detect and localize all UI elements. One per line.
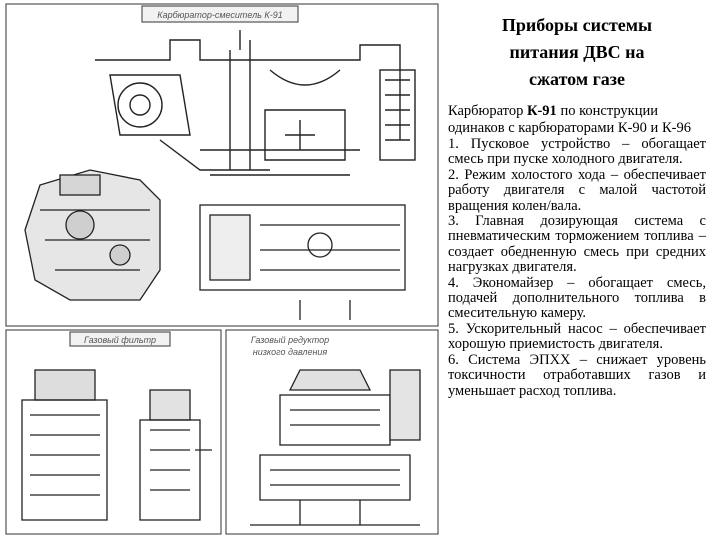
list-item-5: 5. Ускорительный насос – обеспечивает хо… [448, 320, 706, 353]
carburetor-external-view [24, 169, 161, 301]
intro-rest: по конструкции одинаков с карбюраторами … [448, 103, 691, 136]
carburetor-panel [5, 3, 439, 327]
list-item-1: 1. Пусковое устройство – обогащает смесь… [448, 136, 706, 168]
list-item-3: 3. Главная дозирующая система с пневмати… [448, 213, 706, 276]
list-item-4: 4. Экономайзер – обогащает смесь, подаче… [448, 274, 706, 322]
gas-filter-drawing [21, 369, 212, 521]
equipment-illustration: Карбюратор-смеситель К-91 [5, 3, 439, 535]
carburetor-throttle-section [199, 204, 406, 320]
list-item-6: 6. Система ЭПХХ – снижает уровень токсич… [448, 351, 706, 399]
gas-reducer-drawing [250, 369, 421, 526]
description-panel: Приборы системы питания ДВС на сжатом га… [448, 12, 706, 399]
slide-title: Приборы системы питания ДВС на сжатом га… [448, 12, 706, 93]
carburetor-section-drawing [95, 30, 416, 176]
title-line-3: сжатом газе [529, 69, 625, 89]
gas-reducer-caption-line1: Газовый редуктор [251, 335, 329, 345]
list-item-2: 2. Режим холостого хода – обеспечивает р… [448, 166, 706, 214]
gas-reducer-panel [225, 329, 439, 535]
gas-filter-panel [5, 329, 222, 535]
intro-paragraph: Карбюратор К-91 по конструкции одинаков … [448, 103, 706, 137]
gas-filter-caption: Газовый фильтр [84, 335, 156, 345]
carburetor-caption: Карбюратор-смеситель К-91 [157, 10, 282, 20]
title-line-2: питания ДВС на [509, 42, 645, 62]
intro-model: К-91 [526, 103, 557, 119]
title-line-1: Приборы системы [501, 15, 653, 35]
intro-prefix: Карбюратор [448, 103, 524, 119]
gas-reducer-caption-line2: низкого давления [253, 347, 328, 357]
